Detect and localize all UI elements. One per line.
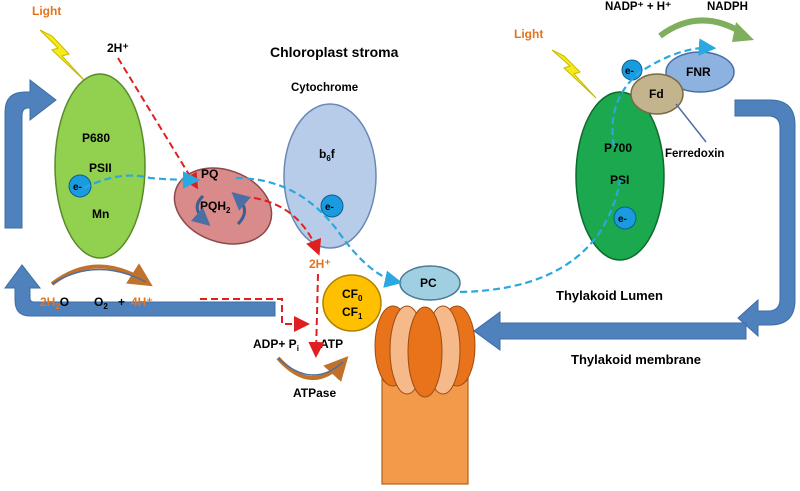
- p680-label: P680: [82, 131, 110, 145]
- mn-label: Mn: [92, 207, 109, 221]
- water-splitting-arrow-edge: [51, 268, 147, 285]
- p700-label: P700: [604, 141, 632, 155]
- lightning-bolt-left: [39, 29, 87, 83]
- lumen-label: Thylakoid Lumen: [556, 288, 663, 303]
- fnr-label: FNR: [686, 65, 711, 79]
- membrane-arrow: [473, 311, 747, 351]
- cytochrome-b6f-complex: [283, 103, 377, 249]
- proton-arrow-to-atp: [308, 273, 325, 358]
- pc-label: PC: [420, 276, 437, 290]
- fd-label: Fd: [649, 87, 664, 101]
- proton-arrow-pq-to-lumen: [253, 197, 322, 256]
- nadph-formation-arrow: [658, 17, 746, 39]
- electron-fd-label: e-: [625, 66, 634, 77]
- psii-complex: [54, 73, 146, 259]
- bottom-left-arrow: [4, 264, 276, 317]
- atpase-head-center: [407, 306, 443, 398]
- psi-complex: [575, 91, 665, 261]
- lightning-bolt-right: [551, 49, 597, 99]
- atp-synthesis-arrow-edge: [277, 357, 344, 376]
- electron-psii-label: e-: [73, 182, 82, 193]
- water-label: 2H2O: [40, 295, 69, 311]
- pq-cycle-arrow-left: [191, 194, 211, 226]
- stroma-title: Chloroplast stroma: [270, 44, 399, 60]
- two-h-top-label: 2H⁺: [107, 41, 129, 55]
- electron-path-psi-to-fnr: [611, 38, 717, 147]
- electron-psi-label: e-: [618, 214, 627, 225]
- proton-arrow-water-to-atpase: [200, 298, 310, 332]
- fd-complex: [630, 73, 684, 115]
- oxygen-label: O2: [94, 295, 108, 311]
- nadph-arrowhead: [732, 22, 754, 42]
- electron-path: [83, 171, 201, 189]
- cf0-label: CF0: [342, 287, 363, 303]
- cf-subunit: [322, 274, 382, 332]
- water-splitting-arrow: [50, 263, 153, 287]
- light-label-right: Light: [514, 27, 543, 41]
- adp-label: ADP+ Pi: [253, 337, 299, 353]
- atp-synthesis-arrow: [276, 356, 349, 382]
- b6f-label: b6f: [319, 147, 336, 163]
- four-h-label: 4H⁺: [131, 295, 153, 309]
- atp-label: ATP: [320, 337, 343, 351]
- ferredoxin-pointer: [675, 103, 707, 143]
- membrane-label: Thylakoid membrane: [571, 352, 701, 367]
- left-cycle-arrow: [4, 78, 57, 229]
- pq-label: PQ: [201, 167, 218, 181]
- electron-path-pq-to-cyt: [235, 176, 403, 288]
- cf1-label: CF1: [342, 305, 363, 321]
- electron-psii-icon: [68, 174, 92, 198]
- plus-label: +: [118, 295, 125, 309]
- electron-cytochrome-label: e-: [325, 202, 334, 213]
- right-cycle-arrow: [734, 99, 796, 338]
- psii-label: PSII: [89, 161, 112, 175]
- two-h-lumen-label: 2H⁺: [309, 257, 331, 271]
- electron-psi-icon: [613, 206, 637, 230]
- pq-cycle-arrow-right: [231, 192, 251, 226]
- ferredoxin-label: Ferredoxin: [665, 148, 724, 160]
- atpase-label: ATPase: [293, 386, 336, 400]
- nadph-label: NADPH: [707, 1, 748, 13]
- light-label-left: Light: [32, 4, 61, 18]
- nadp-label: NADP⁺ + H⁺: [605, 1, 671, 13]
- proton-arrow-to-pq: [117, 57, 199, 190]
- electron-path-pc-to-psi: [459, 179, 622, 294]
- cytochrome-label: Cytochrome: [291, 82, 358, 94]
- electron-cytochrome-icon: [320, 194, 344, 218]
